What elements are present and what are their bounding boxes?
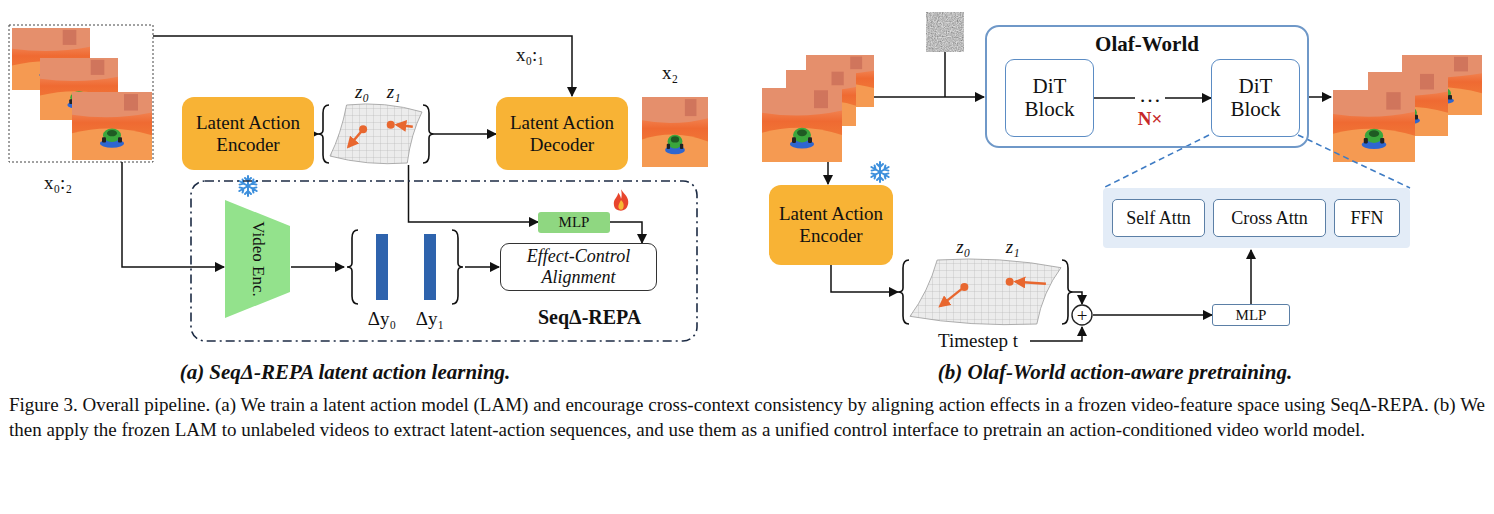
subfigure-caption: (a) SeqΔ-REPA latent action learning. xyxy=(180,360,511,384)
frozen-icon xyxy=(870,162,890,182)
node-label: DiT Block xyxy=(1012,75,1087,121)
action-point xyxy=(1006,278,1014,286)
node-label: + xyxy=(1077,306,1088,325)
action-point xyxy=(960,283,968,291)
connector xyxy=(314,133,318,135)
node-label: DiT Block xyxy=(1218,75,1293,121)
repeat-count: N× xyxy=(1138,108,1163,130)
node-outline xyxy=(318,81,434,165)
bracket xyxy=(452,230,463,304)
feature-line xyxy=(465,266,499,268)
target-frame xyxy=(642,97,708,167)
decoder-box: Latent Action Decoder xyxy=(496,97,628,170)
connector xyxy=(610,222,642,243)
input-frames xyxy=(762,55,874,162)
node-label: Cross Attn xyxy=(1231,208,1308,229)
feature-bar xyxy=(376,234,388,300)
sum-circle xyxy=(1072,305,1092,325)
connector xyxy=(831,265,898,292)
latent-label: z₀ xyxy=(956,236,970,258)
latent-manifold: z₀ z₁ xyxy=(318,81,434,165)
encoder-box: Latent Action Encoder xyxy=(182,97,314,170)
encoder-box: Latent Action Encoder xyxy=(769,185,893,265)
block-detail-panel xyxy=(1103,188,1410,248)
mlp-box: MLP xyxy=(1212,304,1290,326)
region-title: SeqΔ-REPA xyxy=(538,306,641,329)
signal-label: x₂ xyxy=(662,62,678,84)
node-label: Effect-Control Alignment xyxy=(507,246,650,287)
connector xyxy=(434,133,496,135)
node-label: Latent Action Encoder xyxy=(775,203,887,247)
zoom-guide xyxy=(1103,135,1410,188)
illustration-part xyxy=(1333,90,1415,162)
latent-label: z₀ xyxy=(355,81,369,103)
feature-label: Δy₀ xyxy=(368,308,396,330)
figure-caption: Figure 3. Overall pipeline. (a) We train… xyxy=(9,392,1485,442)
node-outline xyxy=(898,236,1073,326)
bracket xyxy=(318,105,329,163)
bracket xyxy=(898,260,909,324)
bracket xyxy=(423,105,434,163)
attention-box: Self Attn xyxy=(1112,199,1205,237)
dit-block: DiT Block xyxy=(1211,59,1300,137)
video-encoder: Video Enc. xyxy=(225,200,290,318)
clip-line xyxy=(122,162,224,267)
feature-line xyxy=(291,266,344,268)
signal-label: x₀:₂ xyxy=(44,172,72,194)
feature-bar xyxy=(424,234,436,300)
illustration-part xyxy=(72,92,152,160)
node-label: Latent Action Encoder xyxy=(188,112,308,156)
latent-manifold: z₀ z₁ xyxy=(898,236,1073,326)
latent-label: z₁ xyxy=(387,81,401,103)
node-label: Self Attn xyxy=(1126,208,1191,229)
region-title: Olaf-World xyxy=(987,32,1307,57)
trainable-icon xyxy=(614,189,629,211)
output-line xyxy=(1309,96,1331,98)
action-point xyxy=(359,125,367,133)
mlp-box: MLP xyxy=(538,212,610,233)
node-label: MLP xyxy=(559,215,590,230)
action-arrow xyxy=(1016,282,1046,284)
output-frames xyxy=(1333,55,1482,162)
action-arrow xyxy=(940,287,964,306)
attention-box: Cross Attn xyxy=(1213,199,1326,237)
subfigure-caption: (b) Olaf-World action-aware pretraining. xyxy=(938,360,1292,384)
bracket xyxy=(347,230,358,304)
noise-image xyxy=(926,12,964,52)
connector xyxy=(1073,292,1082,304)
dit-block: DiT Block xyxy=(1005,59,1094,137)
ellipsis: … xyxy=(1135,84,1165,106)
illustration-part xyxy=(762,88,842,162)
action-point xyxy=(387,121,395,129)
feature-label: Δy₁ xyxy=(416,308,444,330)
latent-space-surface xyxy=(330,104,422,164)
frozen-icon xyxy=(238,176,258,196)
noise-line xyxy=(944,52,946,97)
encoder-shape xyxy=(225,200,290,318)
signal-label: x₀:₁ xyxy=(516,44,544,66)
node-label: FFN xyxy=(1350,208,1383,229)
node-label: Latent Action Decoder xyxy=(502,112,622,156)
input-line xyxy=(874,96,984,98)
timestep-line xyxy=(1030,327,1082,341)
input-label: Timestep t xyxy=(938,330,1018,352)
alignment-box: Effect-Control Alignment xyxy=(500,243,657,291)
input-line xyxy=(827,162,829,184)
input-frames xyxy=(9,25,153,162)
connector xyxy=(409,165,539,222)
connector xyxy=(1093,314,1212,316)
ffn-box: FFN xyxy=(1334,199,1400,237)
region-outline xyxy=(191,181,697,341)
sum-node: + xyxy=(1071,304,1093,326)
illustration-part xyxy=(9,25,153,162)
node-label: Video Enc. xyxy=(248,221,268,296)
latent-space-surface xyxy=(910,259,1061,325)
action-arrow xyxy=(397,125,413,127)
condition-line xyxy=(1250,250,1252,304)
node-label: MLP xyxy=(1236,308,1267,323)
latent-label: z₁ xyxy=(1006,236,1020,258)
